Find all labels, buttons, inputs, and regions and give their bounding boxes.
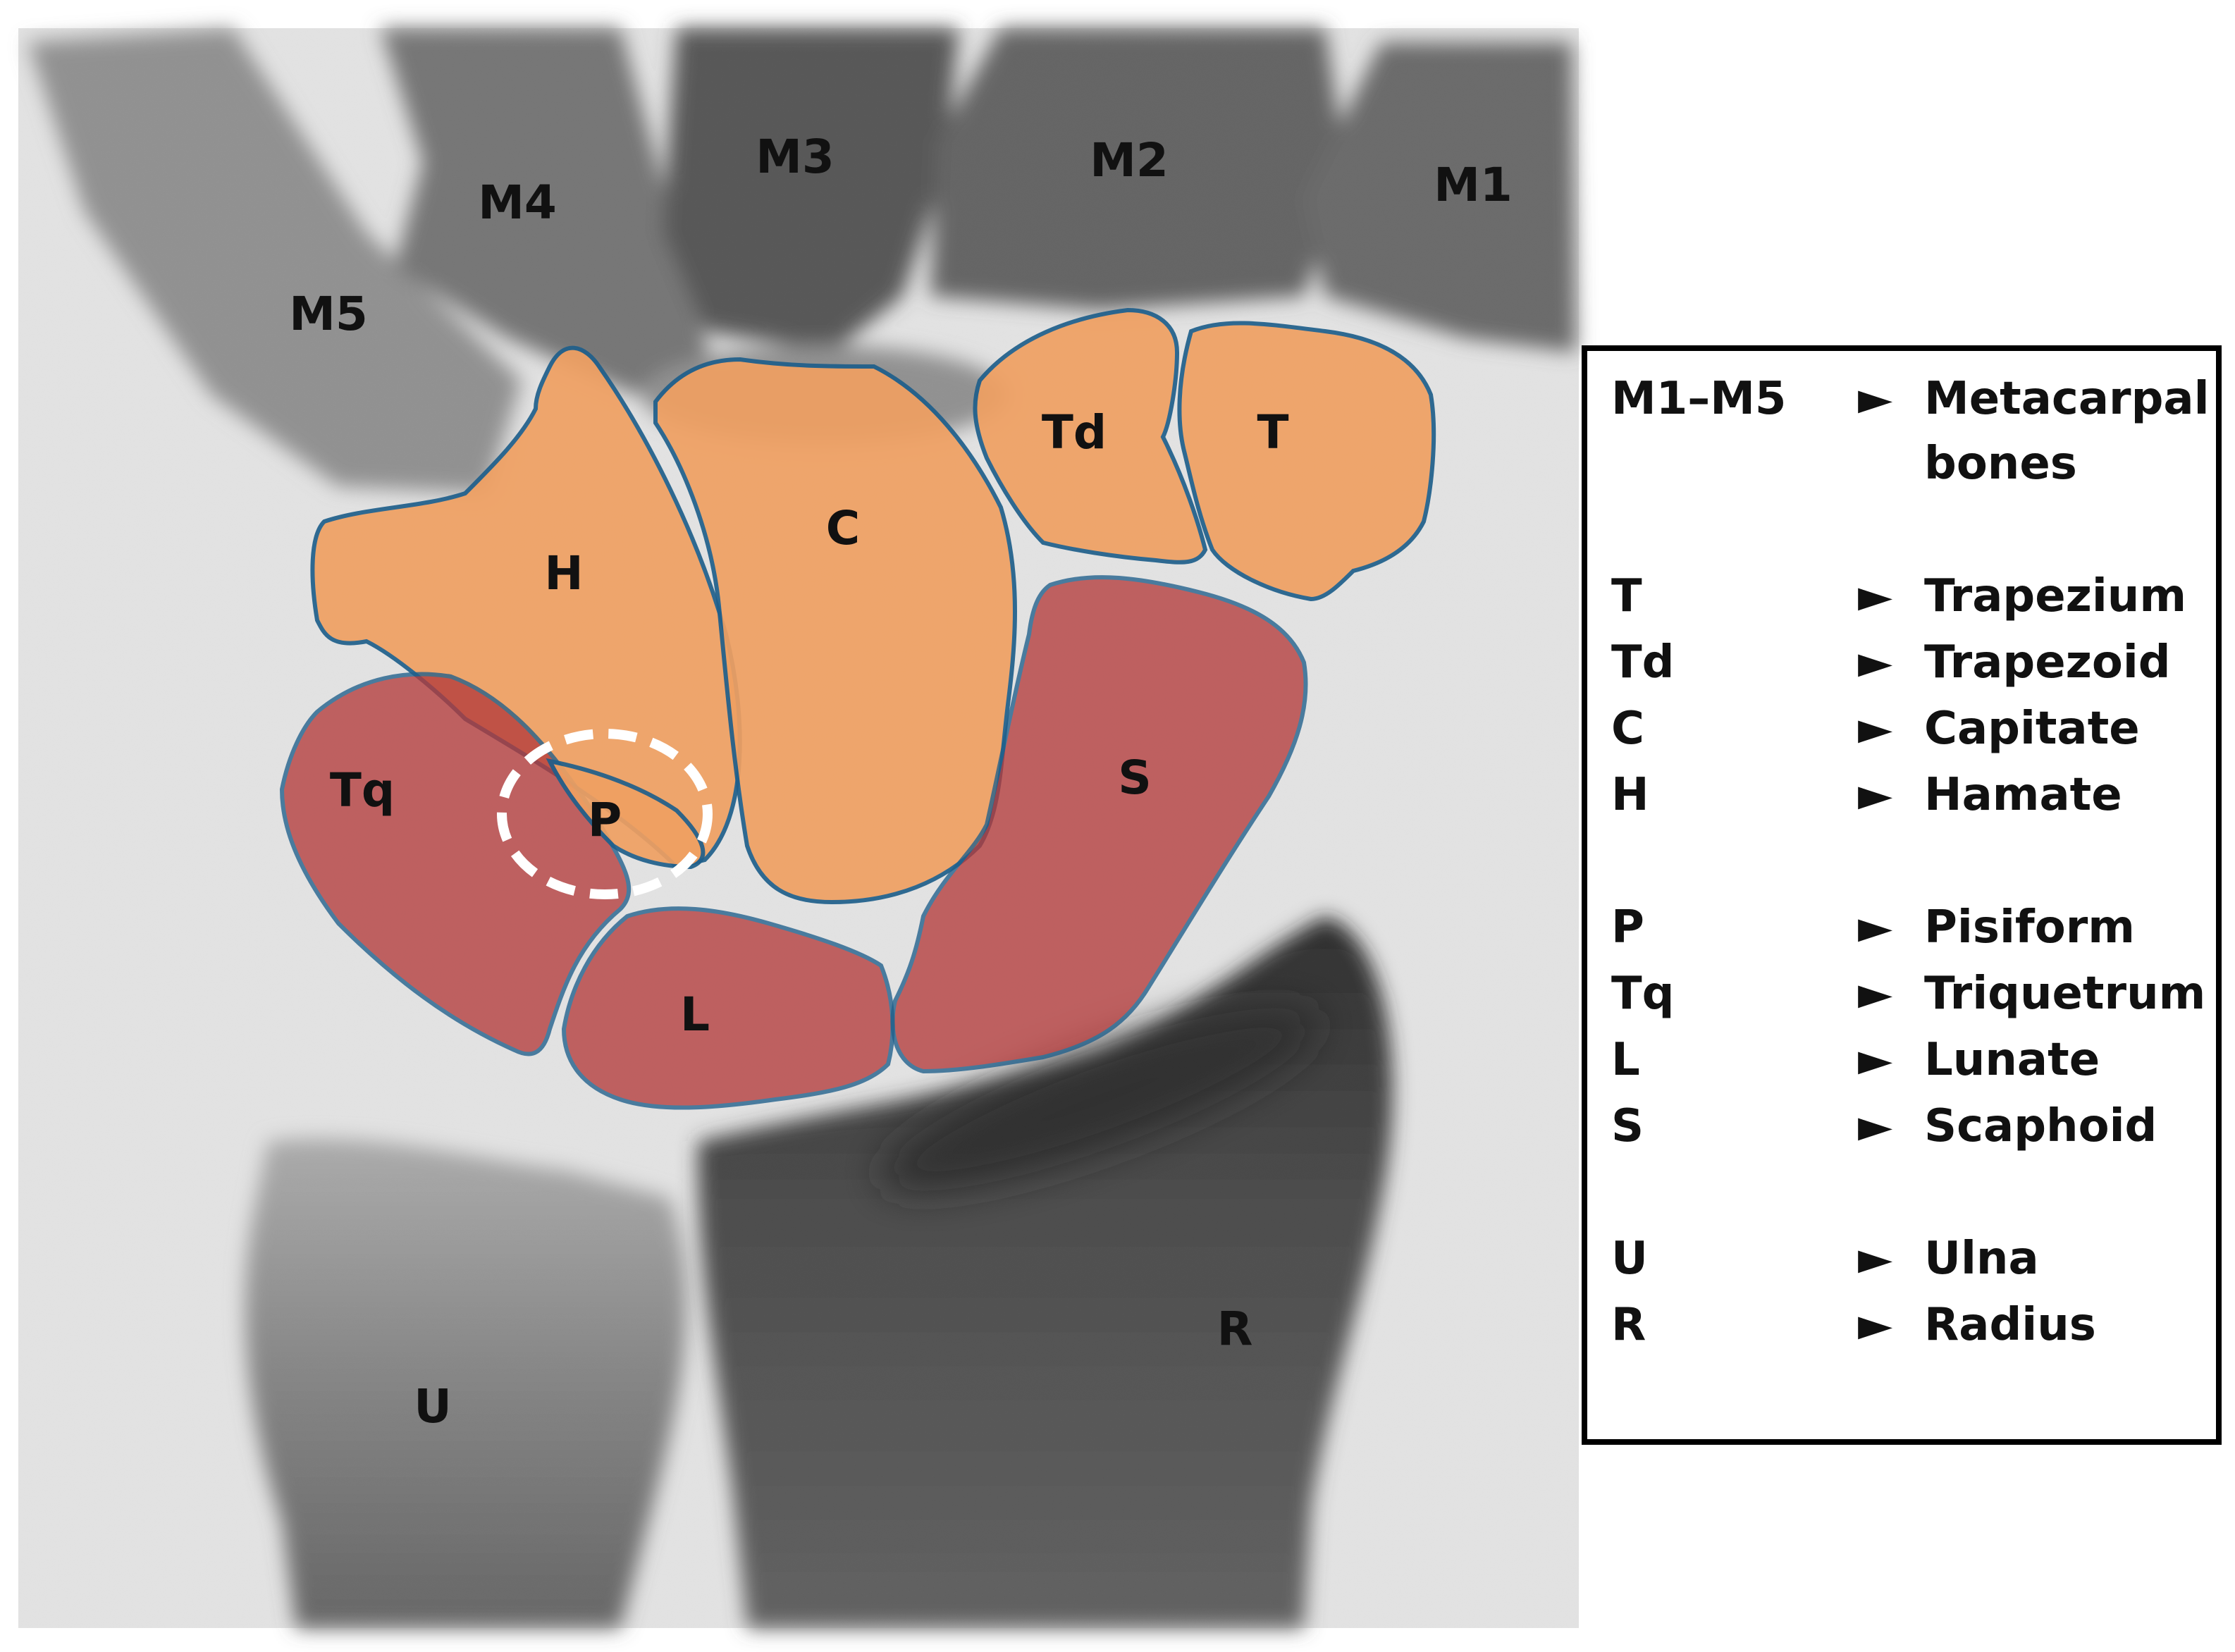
legend-arrow-icon: ► bbox=[1858, 901, 1893, 954]
legend-abbr: L bbox=[1611, 1034, 1640, 1086]
triquetrum-shape bbox=[279, 672, 632, 1056]
legend-name: Trapezoid bbox=[1924, 636, 2171, 689]
legend-abbr: Td bbox=[1611, 636, 1675, 689]
legend-abbr: R bbox=[1611, 1299, 1646, 1351]
label-scaphoid: S bbox=[1118, 751, 1152, 805]
label-radius: R bbox=[1217, 1302, 1253, 1356]
pisiform-shape bbox=[546, 758, 706, 870]
label-triquetrum: Tq bbox=[330, 763, 395, 818]
legend-abbr: H bbox=[1611, 769, 1649, 821]
label-m5: M5 bbox=[289, 287, 368, 341]
legend-name: Pisiform bbox=[1924, 901, 2135, 954]
legend-arrow-icon: ► bbox=[1858, 636, 1893, 689]
legend-name: Hamate bbox=[1924, 769, 2122, 821]
legend-arrow-icon: ► bbox=[1858, 968, 1893, 1020]
legend-name: Capitate bbox=[1924, 703, 2140, 755]
lunate-shape bbox=[561, 906, 895, 1110]
legend-name: Ulna bbox=[1924, 1233, 2039, 1285]
legend-box: M1–M5 ► Metacarpal bones T ► Trapezium T… bbox=[1582, 345, 2222, 1445]
label-pisiform: P bbox=[588, 793, 622, 847]
legend-name: Triquetrum bbox=[1924, 968, 2206, 1020]
legend-arrow-icon: ► bbox=[1858, 1034, 1893, 1086]
label-ulna: U bbox=[414, 1379, 452, 1434]
legend-arrow-icon: ► bbox=[1858, 1100, 1893, 1152]
label-m1: M1 bbox=[1434, 158, 1513, 212]
xray-background bbox=[18, 28, 1579, 1628]
legend-abbr: S bbox=[1611, 1100, 1644, 1152]
label-capitate: C bbox=[826, 501, 860, 555]
trapezoid-shape bbox=[973, 307, 1208, 565]
proximal-carpal-row bbox=[279, 575, 1308, 1110]
legend-name: bones bbox=[1924, 438, 2077, 490]
label-lunate: L bbox=[680, 987, 710, 1042]
label-hamate: H bbox=[544, 546, 583, 600]
legend-abbr: P bbox=[1611, 901, 1644, 954]
legend-abbr: Tq bbox=[1611, 968, 1675, 1020]
scaphoid-shape bbox=[890, 575, 1308, 1074]
label-m2: M2 bbox=[1090, 133, 1169, 187]
legend-arrow-icon: ► bbox=[1858, 1233, 1893, 1285]
legend-name: Radius bbox=[1924, 1299, 2096, 1351]
legend-abbr: M1–M5 bbox=[1611, 373, 1787, 425]
trapezium-shape bbox=[1177, 321, 1436, 602]
legend-name: Trapezium bbox=[1924, 570, 2187, 622]
legend-arrow-icon: ► bbox=[1858, 373, 1893, 425]
legend-name: Lunate bbox=[1924, 1034, 2100, 1086]
pisiform-highlight-ring bbox=[497, 729, 713, 899]
label-trapezium: T bbox=[1257, 405, 1288, 460]
label-m3: M3 bbox=[756, 130, 835, 184]
label-trapezoid: Td bbox=[1042, 405, 1107, 460]
legend-arrow-icon: ► bbox=[1858, 1299, 1893, 1351]
legend-arrow-icon: ► bbox=[1858, 703, 1893, 755]
legend-name: Metacarpal bbox=[1924, 373, 2210, 425]
legend-abbr: C bbox=[1611, 703, 1644, 755]
legend-abbr: T bbox=[1611, 570, 1642, 622]
legend-name: Scaphoid bbox=[1924, 1100, 2157, 1152]
legend-arrow-icon: ► bbox=[1858, 570, 1893, 622]
label-m4: M4 bbox=[478, 175, 557, 230]
bone-labels: M1 M2 M3 M4 M5 T Td C H P Tq L S U R bbox=[289, 130, 1513, 1434]
legend-abbr: U bbox=[1611, 1233, 1648, 1285]
legend-arrow-icon: ► bbox=[1858, 769, 1893, 821]
